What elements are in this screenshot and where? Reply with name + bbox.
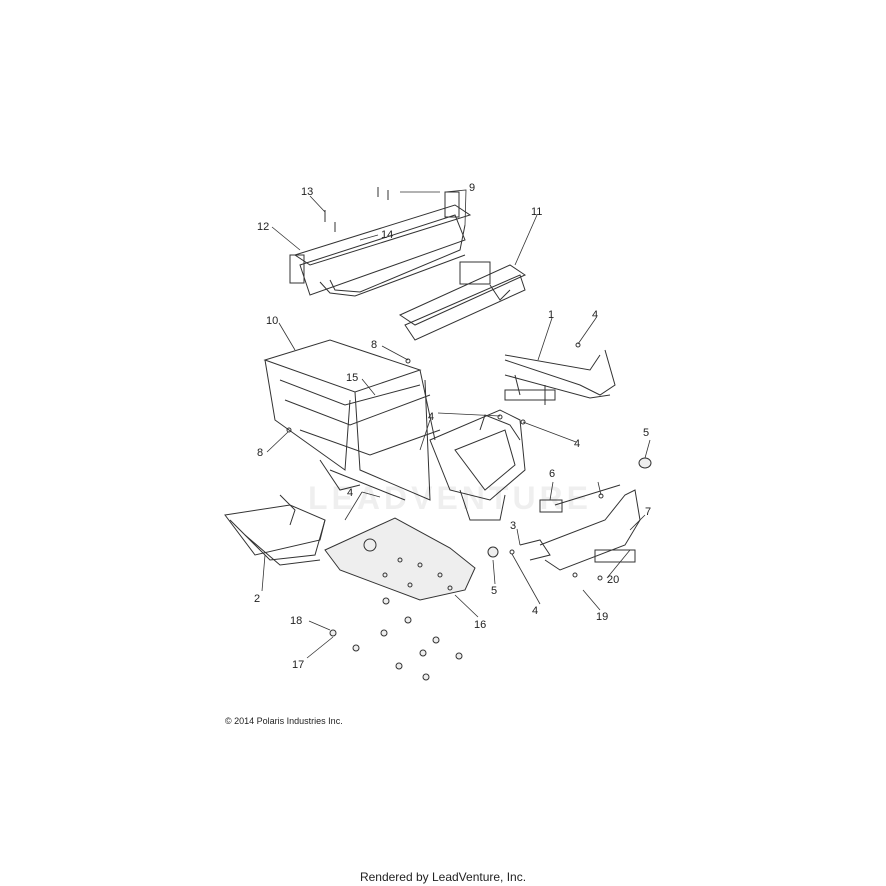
callout-2: 2	[254, 593, 260, 605]
watermark-text: LEADVENTURE	[307, 480, 592, 516]
callout-12: 12	[257, 221, 269, 233]
main-frame	[263, 339, 526, 521]
leader-lines	[261, 189, 651, 659]
callout-4-rack: 4	[592, 309, 598, 321]
callout-11: 11	[531, 206, 542, 218]
rear-frame-section	[398, 261, 527, 341]
bolt-set	[286, 187, 604, 581]
callout-5-top: 5	[643, 427, 649, 439]
callout-7: 7	[645, 506, 651, 518]
callout-10: 10	[266, 315, 278, 327]
callout-8-lower: 8	[257, 447, 263, 459]
callout-3: 3	[510, 520, 516, 532]
callout-1: 1	[548, 309, 554, 321]
callout-18: 18	[290, 615, 302, 627]
callout-4-lower: 4	[347, 487, 353, 499]
callout-14: 14	[381, 229, 393, 241]
callout-labels: 13 9 12 14 11 10 8 1 4 15 4 4 5 8 6 4 7 …	[254, 182, 651, 671]
callout-6: 6	[549, 468, 555, 480]
callout-17: 17	[292, 659, 304, 671]
seat-frame	[289, 191, 472, 297]
callout-15: 15	[346, 372, 358, 384]
fastener-set	[329, 597, 463, 681]
callout-4-front: 4	[574, 438, 580, 450]
copyright-notice: © 2014 Polaris Industries Inc.	[225, 716, 343, 726]
callout-5-bottom: 5	[491, 585, 497, 597]
callout-16: 16	[474, 619, 486, 631]
rear-rack	[504, 349, 616, 405]
front-bumper	[519, 484, 641, 571]
callout-19: 19	[596, 611, 608, 623]
main-skid-plate	[324, 517, 476, 601]
callout-9: 9	[469, 182, 475, 194]
callout-13: 13	[301, 186, 313, 198]
callout-4-frame: 4	[428, 411, 434, 423]
bracket	[539, 499, 563, 513]
bumper-cap-top	[638, 457, 652, 469]
callout-20: 20	[607, 574, 619, 586]
side-skid-plate	[224, 494, 326, 566]
bumper-cap-bottom	[487, 546, 499, 558]
callout-4-bumper: 4	[532, 605, 538, 617]
rendered-by-footer: Rendered by LeadVenture, Inc.	[359, 870, 527, 884]
callout-8-upper: 8	[371, 339, 377, 351]
